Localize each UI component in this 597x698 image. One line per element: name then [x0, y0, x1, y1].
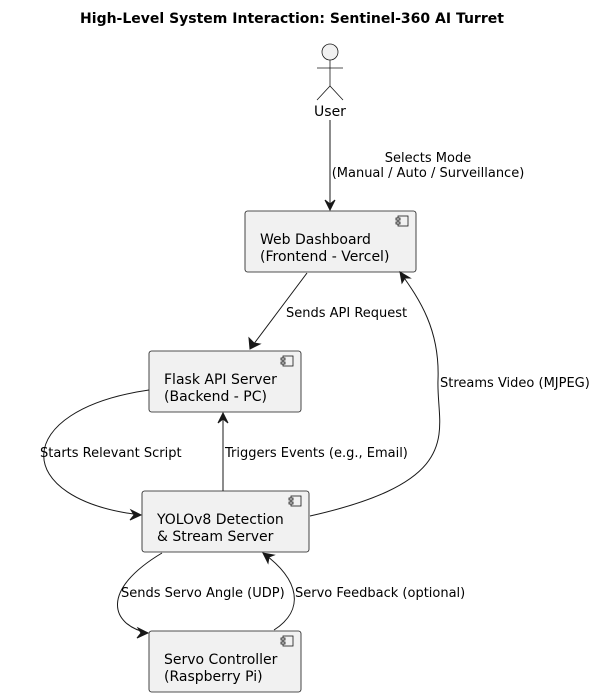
edge-triggers-events: Triggers Events (e.g., Email) — [217, 411, 408, 491]
edge-label-selects-mode-line1: Selects Mode — [385, 151, 471, 166]
edge-streams-video: Streams Video (MJPEG) — [309, 271, 590, 517]
actor-legs-icon — [316, 85, 344, 101]
component-icon — [395, 215, 409, 227]
arrowhead-icon — [262, 552, 276, 565]
edge-label-servo-feedback: Servo Feedback (optional) — [295, 586, 465, 601]
component-icon — [280, 355, 294, 367]
node-web-dashboard: Web Dashboard (Frontend - Vercel) — [244, 210, 417, 273]
node-servo-controller-line2: (Raspberry Pi) — [164, 669, 263, 685]
arrowhead-icon — [248, 336, 262, 350]
node-web-dashboard-line2: (Frontend - Vercel) — [260, 249, 389, 265]
diagram-title: High-Level System Interaction: Sentinel-… — [80, 11, 504, 27]
edge-servo-feedback: Servo Feedback (optional) — [262, 552, 465, 631]
node-yolov8-detection: YOLOv8 Detection & Stream Server — [141, 490, 310, 553]
node-servo-controller: Servo Controller (Raspberry Pi) — [148, 630, 302, 693]
arrowhead-icon — [399, 271, 412, 285]
edge-label-selects-mode-line2: (Manual / Auto / Surveillance) — [332, 166, 525, 181]
edge-sends-api-request: Sends API Request — [248, 272, 407, 350]
edge-starts-relevant-script: Starts Relevant Script — [40, 389, 182, 521]
arrowhead-icon — [324, 199, 336, 212]
edge-label-streams-video: Streams Video (MJPEG) — [440, 376, 590, 391]
arrowhead-icon — [129, 508, 143, 521]
edge-label-sends-servo-angle: Sends Servo Angle (UDP) — [121, 586, 285, 601]
node-servo-controller-line1: Servo Controller — [164, 652, 278, 668]
arrowhead-icon — [136, 626, 150, 639]
edge-sends-servo-angle: Sends Servo Angle (UDP) — [117, 552, 285, 639]
node-flask-api-server: Flask API Server (Backend - PC) — [148, 350, 302, 413]
arrowhead-icon — [217, 411, 229, 424]
user-actor: User — [314, 43, 346, 120]
edge-selects-mode: Selects Mode (Manual / Auto / Surveillan… — [324, 120, 525, 212]
node-flask-api-server-line1: Flask API Server — [164, 372, 277, 388]
node-web-dashboard-line1: Web Dashboard — [260, 232, 371, 248]
component-icon — [280, 635, 294, 647]
actor-label: User — [314, 104, 346, 120]
node-yolov8-detection-line1: YOLOv8 Detection — [156, 512, 284, 528]
actor-head-icon — [321, 43, 339, 61]
edge-label-sends-api-request: Sends API Request — [286, 306, 407, 321]
edge-label-starts-relevant-script: Starts Relevant Script — [40, 446, 182, 461]
node-yolov8-detection-line2: & Stream Server — [157, 529, 274, 545]
node-flask-api-server-line2: (Backend - PC) — [164, 389, 267, 405]
edge-label-triggers-events: Triggers Events (e.g., Email) — [224, 446, 408, 461]
component-icon — [288, 495, 302, 507]
